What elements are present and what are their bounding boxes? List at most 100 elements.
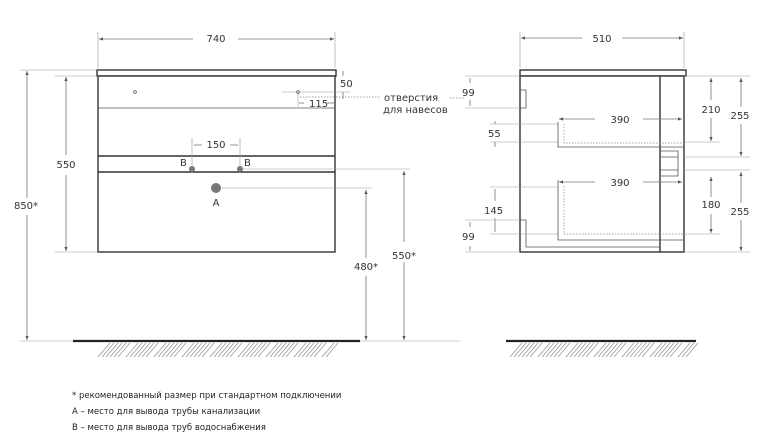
side-view: 510 390 390 99 55 145 9 xyxy=(462,32,750,358)
hatch-line xyxy=(141,342,155,358)
hatch-line xyxy=(633,342,647,358)
hatch-line xyxy=(321,342,335,358)
hatch-line xyxy=(597,342,611,358)
front-view: 740 50 115 отверстия для навесов 550 850… xyxy=(14,32,464,358)
hatch-line xyxy=(641,342,655,358)
dim-drawer-depth-bottom: 390 xyxy=(610,178,629,189)
hatch-line xyxy=(137,342,151,358)
hatch-line xyxy=(117,342,131,358)
hatch-line xyxy=(605,342,619,358)
hatch-line xyxy=(97,342,111,358)
hatch-line xyxy=(125,342,139,358)
hatch-line xyxy=(629,342,643,358)
label-b-right: B xyxy=(244,158,251,169)
hatch-line xyxy=(197,342,211,358)
hatch-line xyxy=(241,342,255,358)
floor-hatch xyxy=(97,342,339,358)
hatch-line xyxy=(109,342,123,358)
hatch-line xyxy=(185,342,199,358)
hatch-line xyxy=(517,342,531,358)
supply-pipe-b-left xyxy=(189,166,195,172)
dim-supply-height: 550* xyxy=(392,251,416,262)
hatch-line xyxy=(509,342,523,358)
cabinet-front xyxy=(97,75,336,253)
hanging-holes-label-1: отверстия xyxy=(384,93,438,104)
hatch-line xyxy=(681,342,695,358)
dim-gap-145: 145 xyxy=(484,206,503,217)
hatch-line xyxy=(593,342,607,358)
hatch-line xyxy=(225,342,239,358)
hatch-line xyxy=(573,342,587,358)
hatch-line xyxy=(257,342,271,358)
hatch-line xyxy=(661,342,675,358)
dim-top-99: 99 xyxy=(462,88,475,99)
label-a: A xyxy=(213,198,220,209)
hatch-line xyxy=(145,342,159,358)
hatch-line xyxy=(161,342,175,358)
dim-drain-height: 480* xyxy=(354,262,378,273)
dim-front-top-255: 255 xyxy=(730,111,749,122)
hanging-holes-label-2: для навесов xyxy=(383,105,448,116)
hatch-line xyxy=(305,342,319,358)
hatch-line xyxy=(309,342,323,358)
hatch-line xyxy=(193,342,207,358)
hatch-line xyxy=(585,342,599,358)
hatch-line xyxy=(133,342,147,358)
hatch-line xyxy=(285,342,299,358)
hatch-line xyxy=(569,342,583,358)
hatch-line xyxy=(577,342,591,358)
dim-front-bottom-255: 255 xyxy=(730,207,749,218)
hatch-line xyxy=(541,342,555,358)
hatch-line xyxy=(297,342,311,358)
hatch-line xyxy=(665,342,679,358)
dim-gap-55: 55 xyxy=(488,129,501,140)
hatch-line xyxy=(293,342,307,358)
hatch-line xyxy=(189,342,203,358)
hatch-line xyxy=(529,342,543,358)
hatch-line xyxy=(101,342,115,358)
hatch-line xyxy=(549,342,563,358)
hatch-line xyxy=(621,342,635,358)
dim-bottom-99: 99 xyxy=(462,232,475,243)
hatch-line xyxy=(325,342,339,358)
hatch-line xyxy=(677,342,691,358)
notes: * рекомендованный размер при стандартном… xyxy=(72,388,341,436)
hatch-line xyxy=(581,342,595,358)
hatch-line xyxy=(249,342,263,358)
hatch-line xyxy=(281,342,295,358)
hatch-line xyxy=(553,342,567,358)
hatch-line xyxy=(201,342,215,358)
dim-hole-top: 50 xyxy=(340,79,353,90)
hatch-line xyxy=(105,342,119,358)
hatch-line xyxy=(557,342,571,358)
note-b: B – место для вывода труб водоснабжения xyxy=(72,423,266,433)
supply-pipe-b-right xyxy=(237,166,243,172)
hatch-line xyxy=(173,342,187,358)
dim-total-height: 850* xyxy=(14,201,38,212)
hatch-line xyxy=(545,342,559,358)
hatch-line xyxy=(265,342,279,358)
hatch-line xyxy=(657,342,671,358)
drain-pipe-a xyxy=(211,183,221,193)
hatch-line xyxy=(613,342,627,358)
hatch-line xyxy=(637,342,651,358)
hatch-line xyxy=(229,342,243,358)
dim-depth: 510 xyxy=(592,34,611,45)
hatch-line xyxy=(237,342,251,358)
note-a: A – место для вывода трубы канализации xyxy=(72,407,261,417)
hatch-line xyxy=(521,342,535,358)
countertop xyxy=(96,69,337,77)
hatch-line xyxy=(113,342,127,358)
note-recommended: * рекомендованный размер при стандартном… xyxy=(72,391,342,401)
dim-height-180: 180 xyxy=(701,200,720,211)
hatch-line xyxy=(537,342,551,358)
hatch-line xyxy=(301,342,315,358)
hatch-line xyxy=(601,342,615,358)
hatch-line xyxy=(213,342,227,358)
hatch-line xyxy=(157,342,171,358)
dim-width: 740 xyxy=(206,34,225,45)
hatch-line xyxy=(221,342,235,358)
hatch-line xyxy=(253,342,267,358)
